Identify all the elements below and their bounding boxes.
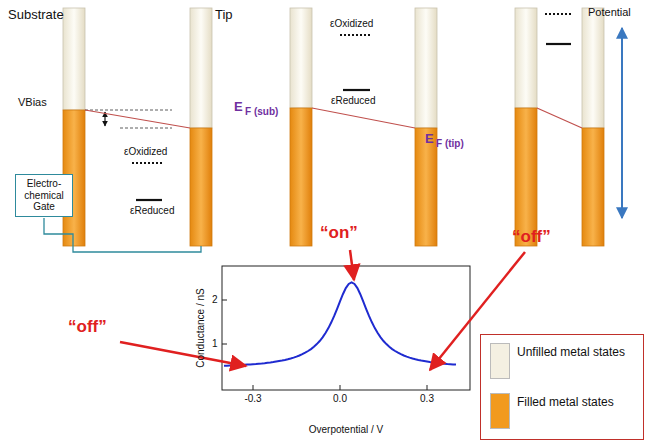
label: Potential <box>588 6 631 18</box>
label: 1 <box>212 338 218 349</box>
label: VBias <box>18 96 47 108</box>
filled-states <box>290 108 312 246</box>
label: E <box>234 100 243 114</box>
label: F (sub) <box>245 106 278 117</box>
conductance-curve <box>224 282 456 365</box>
label: Conductance / nS <box>195 288 206 368</box>
label: “off” <box>512 228 551 247</box>
legend-text: Filled metal states <box>517 395 614 409</box>
label: εOxidized <box>330 18 373 29</box>
label: E <box>425 132 434 146</box>
unfilled-states <box>515 8 537 108</box>
filled-states <box>415 128 437 246</box>
legend-text: Unfilled metal states <box>517 345 625 359</box>
label: 2 <box>212 294 218 305</box>
label: -0.3 <box>244 393 261 404</box>
label: Overpotential / V <box>309 424 383 435</box>
unfilled-states <box>415 8 437 128</box>
unfilled-states <box>582 8 604 128</box>
legend-swatch <box>490 343 510 379</box>
label: Tip <box>215 8 233 22</box>
legend-box: Unfilled metal statesFilled metal states <box>480 334 644 440</box>
unfilled-states <box>190 8 212 128</box>
gate-box: Electro-chemical Gate <box>15 174 73 217</box>
label: 0.0 <box>333 393 347 404</box>
node-text: Electro-chemical Gate <box>18 178 70 213</box>
unfilled-states <box>63 8 85 110</box>
label: Substrate <box>8 8 64 22</box>
label: F (tip) <box>436 138 464 149</box>
filled-states <box>515 108 537 246</box>
legend-swatch <box>490 393 510 429</box>
label: 0.3 <box>420 393 434 404</box>
label: εReduced <box>130 205 175 216</box>
label: “off” <box>68 318 107 337</box>
label: εOxidized <box>124 146 167 157</box>
filled-states <box>582 128 604 246</box>
label: “on” <box>320 224 358 243</box>
filled-states <box>190 128 212 246</box>
label: εReduced <box>331 95 376 106</box>
unfilled-states <box>290 8 312 108</box>
